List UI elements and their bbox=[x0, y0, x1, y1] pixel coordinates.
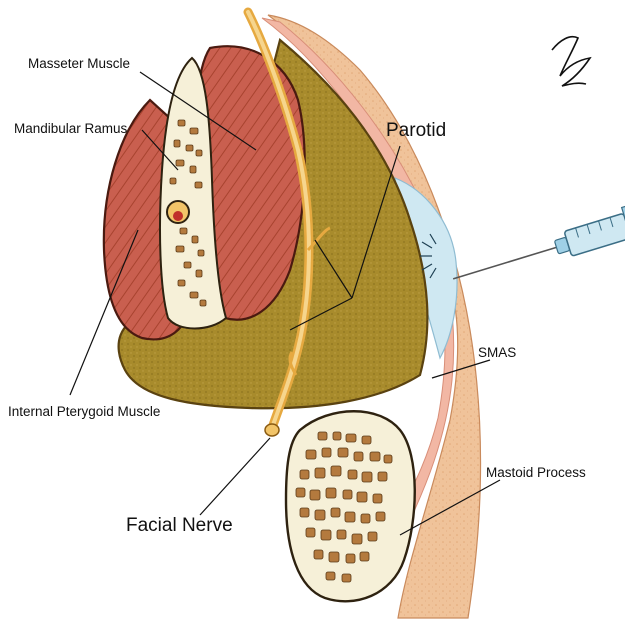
label-smas: SMAS bbox=[478, 345, 516, 360]
label-mastoid-process: Mastoid Process bbox=[486, 465, 586, 480]
label-facial-nerve: Facial Nerve bbox=[126, 515, 233, 537]
label-masseter-muscle: Masseter Muscle bbox=[28, 56, 130, 71]
label-parotid: Parotid bbox=[386, 120, 446, 142]
label-internal-pterygoid-muscle: Internal Pterygoid Muscle bbox=[8, 404, 160, 419]
syringe-icon bbox=[448, 205, 625, 297]
nerve-cut-end bbox=[265, 424, 279, 436]
signature-mark bbox=[552, 37, 590, 86]
label-mandibular-ramus: Mandibular Ramus bbox=[14, 121, 127, 136]
leader-facial-nerve bbox=[200, 438, 270, 515]
